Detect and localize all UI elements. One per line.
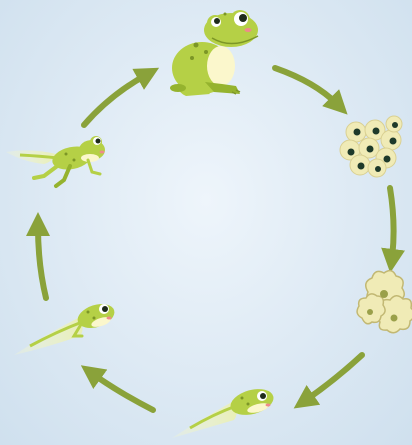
arrow-hatching-to-tadpole [306,355,362,400]
frog-spawn-icon [340,116,402,177]
arrow-legs-to-froglet [38,227,46,298]
adult-frog-icon [170,10,258,96]
froglet-icon [6,136,105,186]
cycle-arrows [38,68,394,410]
tadpole-with-legs-icon [14,300,117,355]
arrow-froglet-to-frog [84,75,146,125]
arrow-spawn-to-hatching [390,188,394,258]
hatching-eggs-icon [357,271,412,333]
arrow-tadpole-to-legs [93,374,153,410]
arrow-frog-to-spawn [275,68,337,104]
tadpole-icon [172,385,276,438]
